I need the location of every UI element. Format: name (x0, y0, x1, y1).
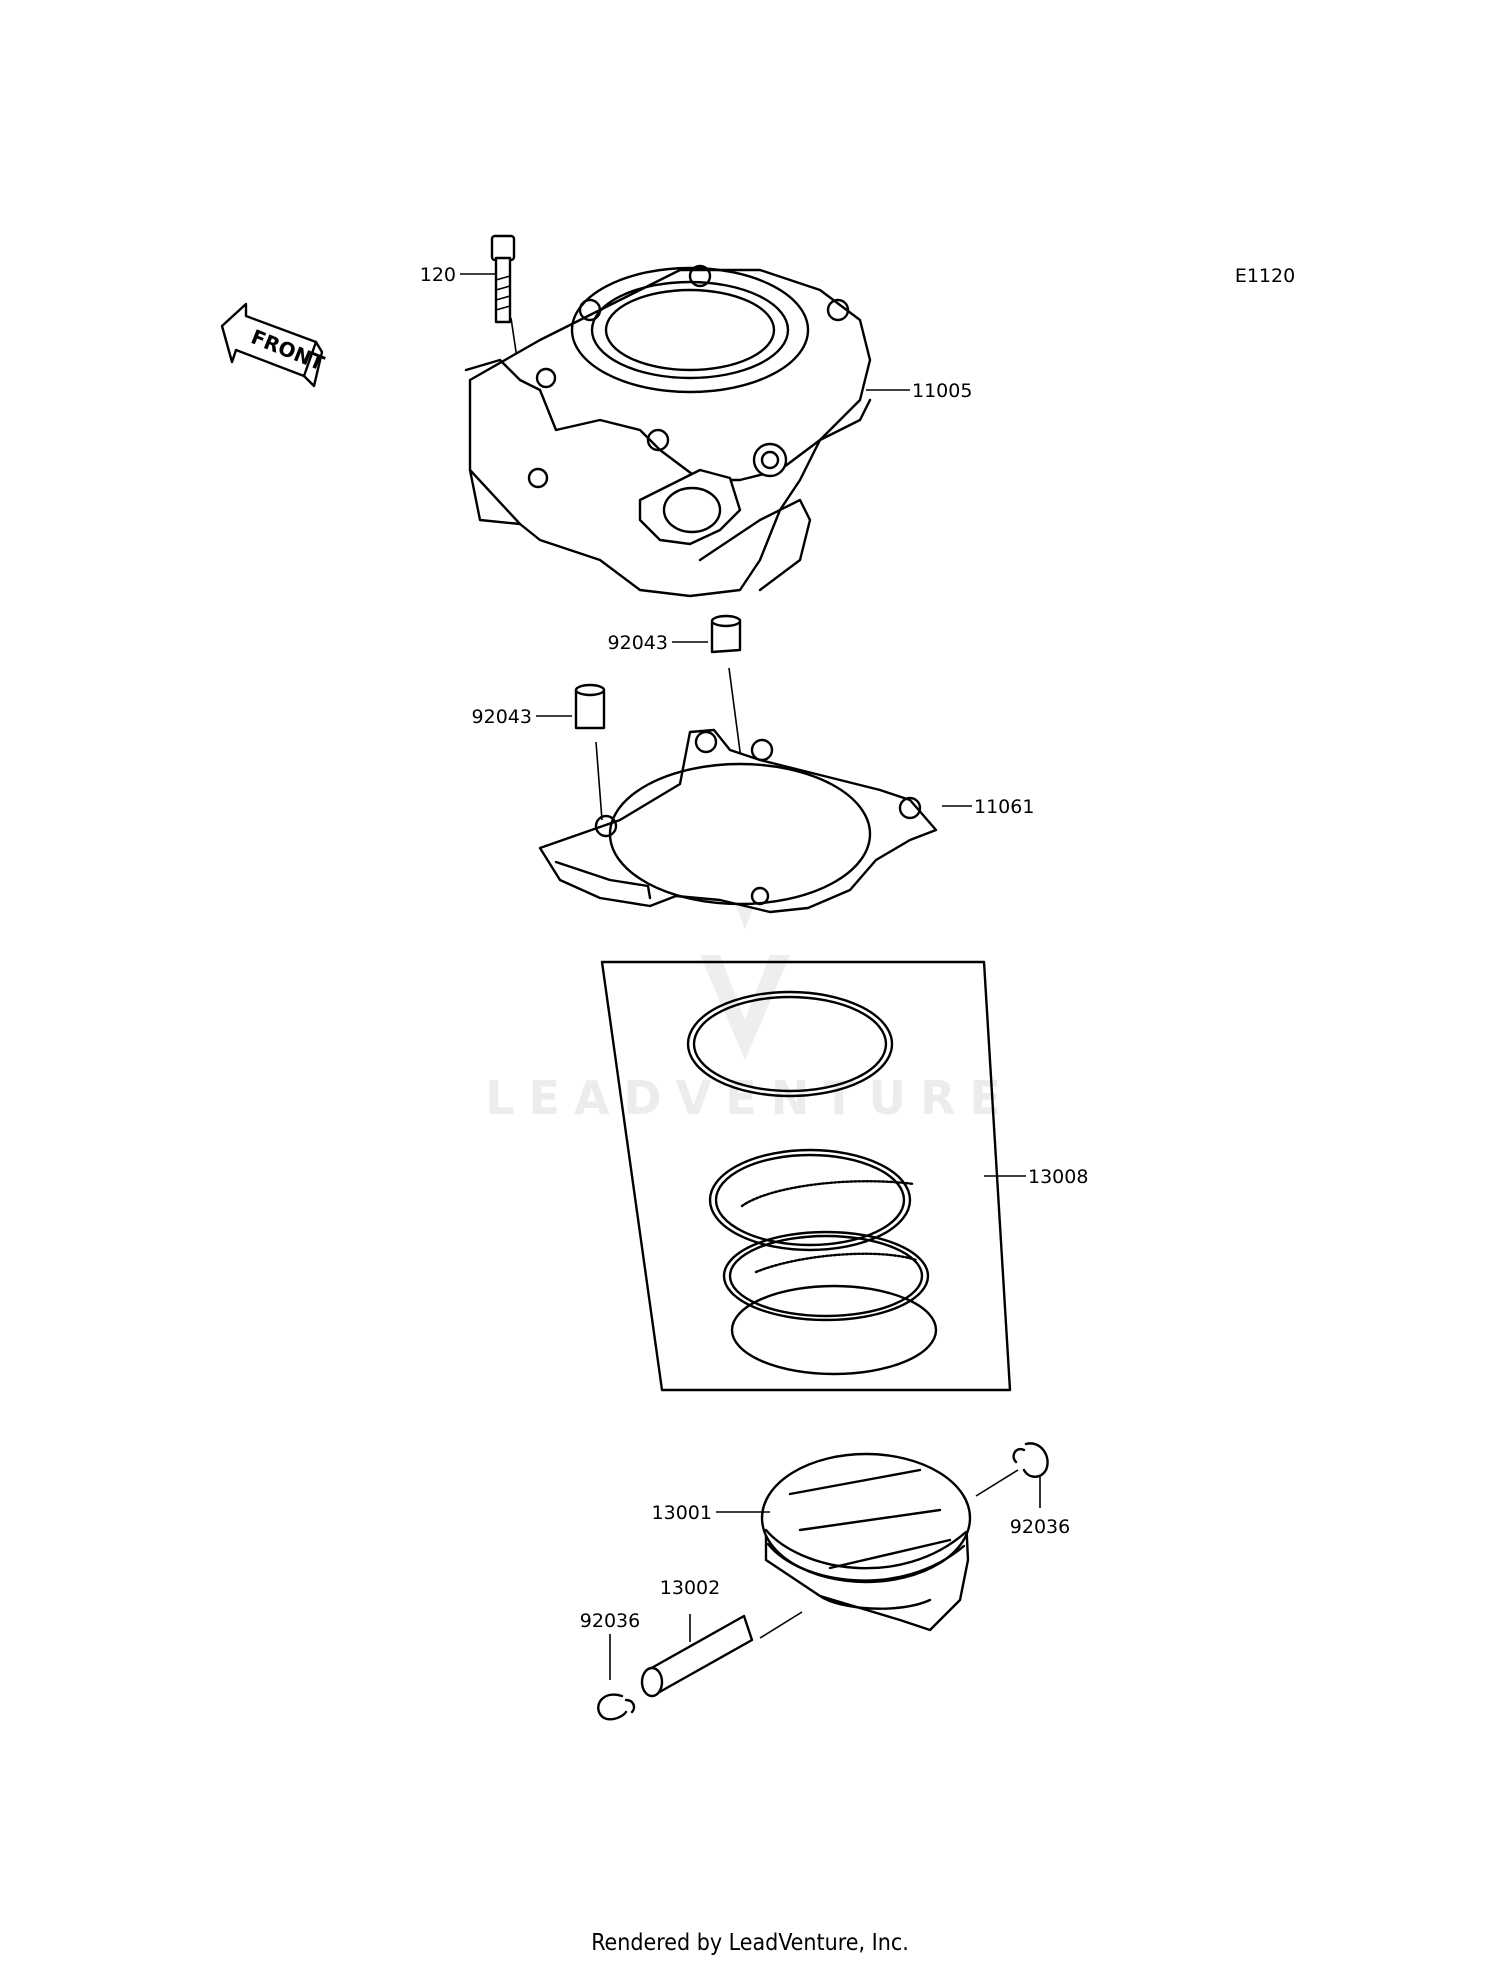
callout-dowel-lower: 92043 (472, 706, 532, 728)
cylinder-11005: 11005 (464, 264, 972, 598)
diagram-code: E1120 (1235, 265, 1295, 287)
piston-pin-13002: 13002 (640, 1577, 803, 1698)
watermark-text: LEADVENTURE (485, 1071, 1015, 1125)
callout-clip-right: 92036 (1010, 1516, 1070, 1538)
ring-set-13008: 13008 (600, 960, 1088, 1392)
gasket-11061: 11061 (538, 728, 1034, 914)
callout-bolt: 120 (420, 264, 456, 286)
dowel-92043-lower: 92043 (472, 683, 606, 821)
dowel-92043-upper: 92043 (608, 614, 758, 881)
circlip-92036-left: 92036 (580, 1610, 640, 1721)
callout-piston: 13001 (652, 1502, 712, 1524)
callout-ring-set: 13008 (1028, 1166, 1088, 1188)
callout-gasket: 11061 (974, 796, 1034, 818)
callout-pin: 13002 (660, 1577, 720, 1599)
circlip-92036-right: 92036 (975, 1442, 1070, 1538)
footer-credit: Rendered by LeadVenture, Inc. (591, 1930, 909, 1956)
callout-cylinder: 11005 (912, 380, 972, 402)
piston-13001: 13001 (652, 1452, 972, 1632)
callout-dowel-upper: 92043 (608, 632, 668, 654)
bolt-120: 120 (420, 234, 536, 481)
front-arrow-icon: FRONT (220, 302, 328, 388)
callout-clip-left: 92036 (580, 1610, 640, 1632)
watermark: LEADVENTURE (485, 840, 1015, 1125)
